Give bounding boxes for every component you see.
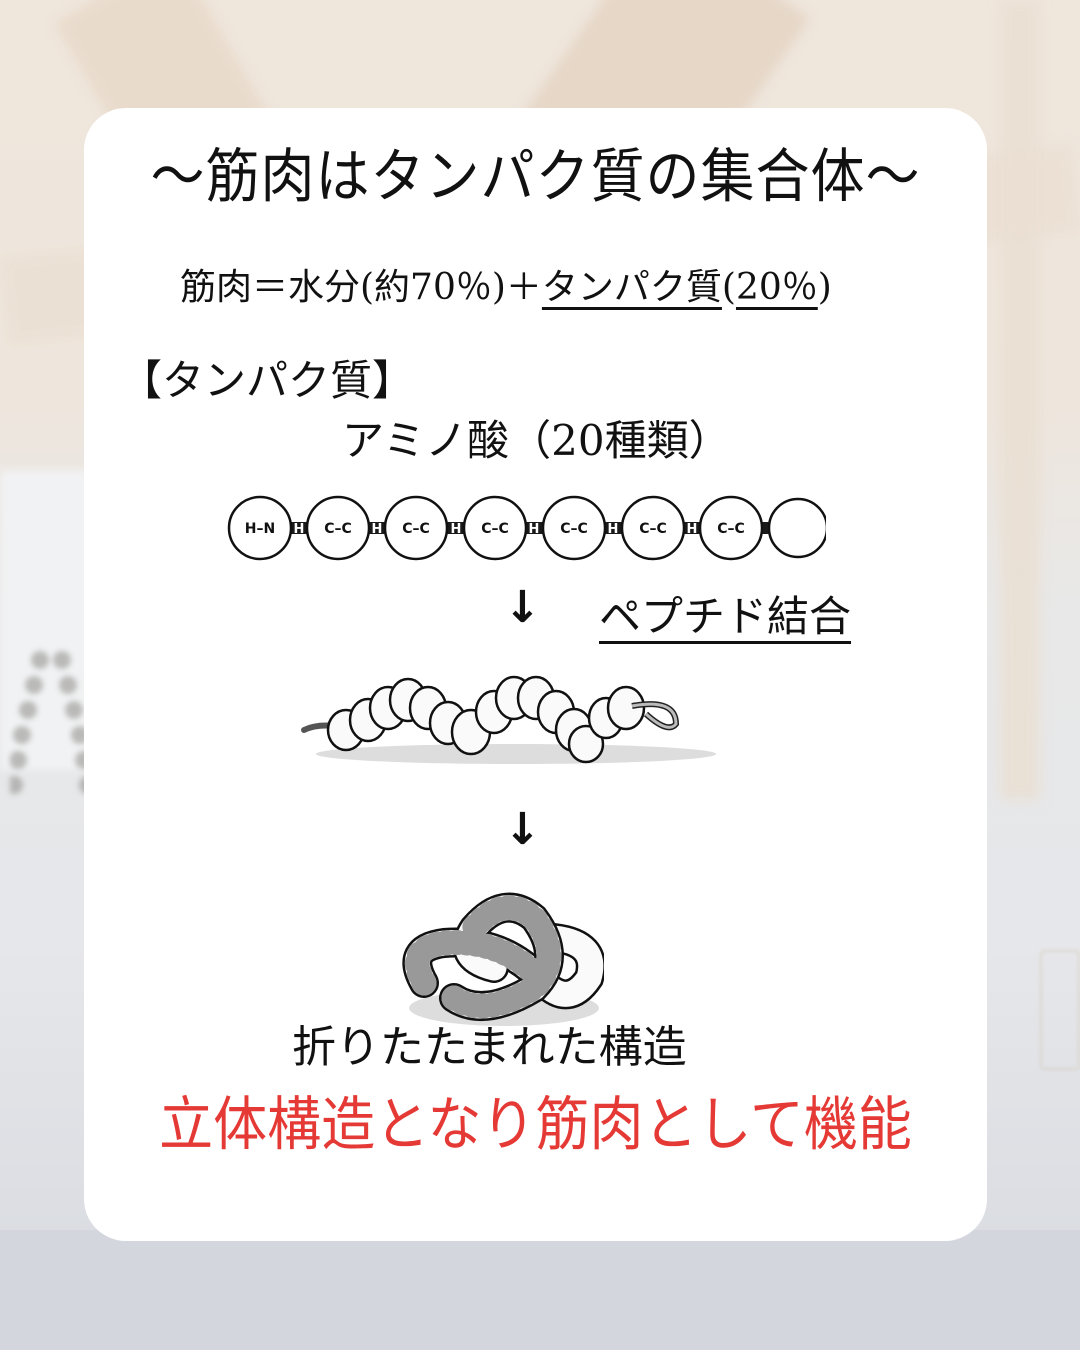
formula-prefix: 筋肉＝水分(約70％)＋ — [180, 267, 542, 308]
dumbbell-rack-icon — [10, 651, 90, 794]
svg-text:C–C: C–C — [481, 521, 509, 537]
svg-text:C–C: C–C — [402, 521, 430, 537]
svg-text:C–C: C–C — [324, 521, 352, 537]
conclusion-text: 立体構造となり筋肉として機能 — [159, 1090, 912, 1159]
svg-text:H: H — [529, 522, 540, 537]
formula-paren-open: ( — [721, 267, 736, 308]
svg-text:C–C: C–C — [639, 521, 667, 537]
peptide-strand-icon — [301, 675, 716, 764]
amino-acid-label: アミノ酸（20種類） — [342, 416, 731, 465]
folded-structure-label: 折りたたまれた構造 — [292, 1022, 687, 1073]
window — [0, 470, 90, 770]
muscle-composition-formula: 筋肉＝水分(約70％)＋タンパク質(20％) — [180, 270, 832, 306]
down-arrow-icon: ↓ — [504, 804, 541, 855]
floor — [0, 1230, 1080, 1350]
peptide-bond-label: ペプチド結合 — [599, 592, 852, 641]
pillar — [1000, 0, 1040, 800]
formula-protein-percent: 20％ — [735, 267, 818, 308]
formula-protein: タンパク質 — [541, 267, 722, 308]
down-arrow-icon: ↓ — [504, 582, 541, 633]
shelf — [1040, 950, 1080, 1070]
section-heading: 【タンパク質】 — [120, 356, 415, 405]
folded-protein-icon — [402, 892, 604, 1026]
svg-text:H: H — [608, 522, 619, 537]
svg-text:H: H — [451, 522, 462, 537]
content-card: 〜筋肉はタンパク質の集合体〜 筋肉＝水分(約70％)＋タンパク質(20％) 【タ… — [84, 108, 987, 1241]
svg-text:H: H — [372, 522, 383, 537]
svg-text:H–N: H–N — [245, 521, 275, 537]
svg-text:C–C: C–C — [560, 521, 588, 537]
svg-text:H: H — [294, 522, 305, 537]
page-title: 〜筋肉はタンパク質の集合体〜 — [150, 142, 921, 211]
amino-acid-chain-icon: H–N C–C C–C C–C C–C C–C C–C H H H H H H — [227, 495, 826, 561]
svg-text:C–C: C–C — [717, 521, 745, 537]
formula-paren-close: ) — [817, 267, 832, 308]
svg-text:H: H — [687, 522, 698, 537]
